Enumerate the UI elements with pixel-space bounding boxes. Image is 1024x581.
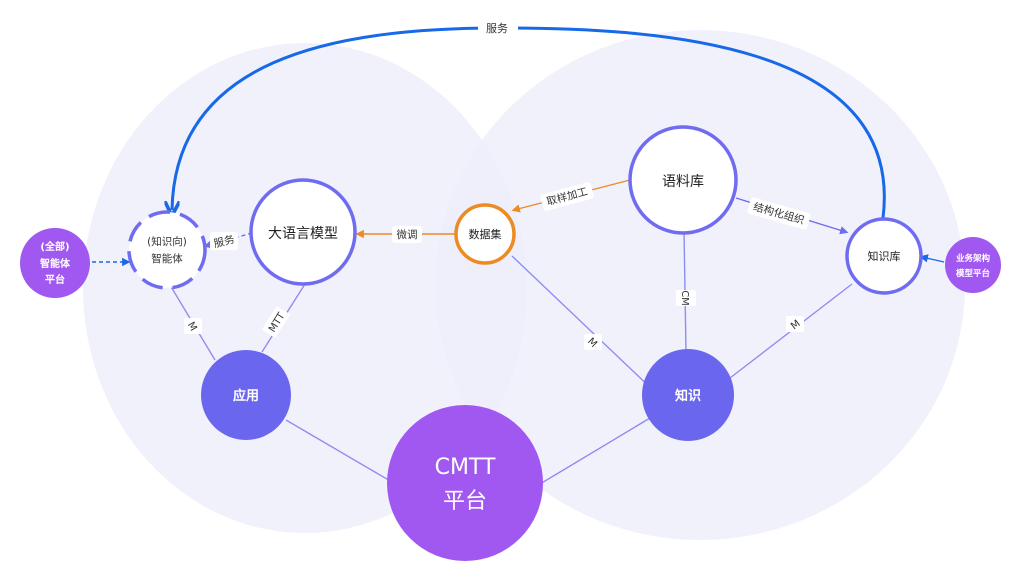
label-finetune: 微调	[397, 228, 418, 241]
edge-knowledge-cmtt	[539, 417, 651, 485]
label-service-top: 服务	[486, 22, 508, 35]
svg-text:大语言模型: 大语言模型	[268, 226, 338, 242]
svg-text:(知识向): (知识向)	[147, 235, 187, 248]
edge-dataset-knowledge	[511, 255, 656, 393]
svg-text:应用: 应用	[233, 388, 259, 404]
svg-text:(全部): (全部)	[40, 240, 69, 253]
node-all-agent-platform: (全部) 智能体 平台	[20, 228, 90, 298]
svg-text:智能体: 智能体	[40, 257, 71, 270]
node-agent: (知识向) 智能体	[127, 210, 207, 290]
edge-app-cmtt	[285, 419, 393, 483]
svg-text:业务架构: 业务架构	[956, 253, 991, 264]
label-service-left: 服务	[212, 233, 236, 251]
node-corpus: 语料库	[628, 125, 738, 235]
right-domain-bubble	[435, 30, 965, 540]
edge-bizplatform-kb	[919, 254, 945, 263]
left-domain-bubble	[83, 43, 527, 533]
node-kb: 知识库	[845, 217, 923, 295]
label-cm: CM	[679, 290, 690, 306]
svg-text:语料库: 语料库	[662, 174, 704, 190]
node-app: 应用	[201, 350, 291, 440]
node-biz-platform: 业务架构 模型平台	[945, 237, 1001, 293]
svg-text:智能体: 智能体	[151, 252, 183, 265]
node-cmtt: CMTT 平台	[387, 405, 543, 561]
svg-text:平台: 平台	[45, 273, 65, 286]
node-dataset: 数据集	[454, 203, 516, 265]
svg-text:数据集: 数据集	[469, 227, 502, 241]
node-knowledge: 知识	[642, 349, 734, 441]
svg-text:CMTT: CMTT	[435, 455, 496, 480]
svg-text:知识库: 知识库	[868, 249, 901, 263]
svg-text:平台: 平台	[443, 489, 487, 514]
svg-text:模型平台: 模型平台	[956, 268, 991, 279]
svg-text:知识: 知识	[675, 388, 701, 404]
node-llm: 大语言模型	[249, 178, 357, 286]
